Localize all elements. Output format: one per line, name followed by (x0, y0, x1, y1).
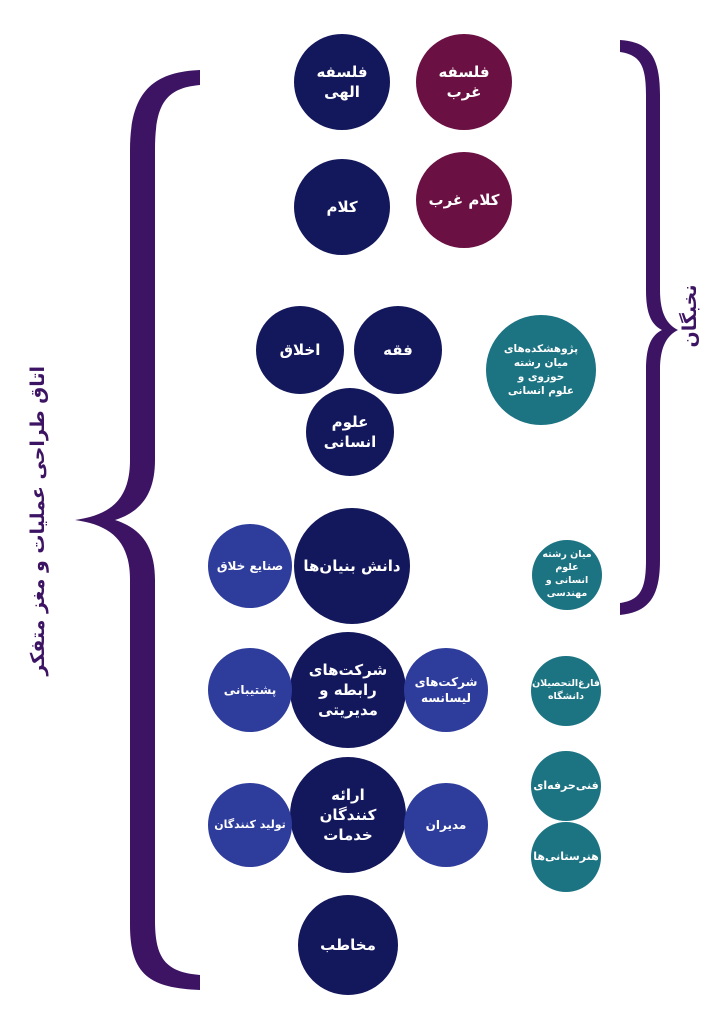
node-miyan-reshte: میان رشته علوم انسانی و مهندسی (532, 540, 602, 610)
node-kalam-gharb: کلام غرب (416, 152, 512, 248)
node-eraye: ارائه کنندگان خدمات (290, 757, 406, 873)
node-mokhatab: مخاطب (298, 895, 398, 995)
node-tolid: تولید کنندگان (208, 783, 292, 867)
node-sanaye-khallagh: صنایع خلاق (208, 524, 292, 608)
node-falsafe-gharb: فلسفه غرب (416, 34, 512, 130)
node-akhlagh: اخلاق (256, 306, 344, 394)
node-feqh: فقه (354, 306, 442, 394)
node-modiran: مدیران (404, 783, 488, 867)
node-sherkat-rabete: شرکت‌های رابطه و مدیریتی (290, 632, 406, 748)
node-olum-ensani: علوم انسانی (306, 388, 394, 476)
left-brace-label: اتاق طراحی عملیات و مغز متفکر (27, 366, 49, 676)
node-danesh-bonyan: دانش بنیان‌ها (294, 508, 410, 624)
right-brace-label: نخبگان (679, 284, 701, 348)
node-fareghotahsilan: فارغ‌التحصیلان دانشگاه (531, 656, 601, 726)
node-kalam: کلام (294, 159, 390, 255)
right-brace (620, 40, 678, 615)
node-poshtibani: پشتیبانی (208, 648, 292, 732)
node-sherkat-lisanse: شرکت‌های لیسانسه (404, 648, 488, 732)
node-falsafe-elahi: فلسفه الهی (294, 34, 390, 130)
node-honarestani: هنرستانی‌ها (531, 822, 601, 892)
node-pajuheshkade: پژوهشکده‌های میان رشته حوزوی و علوم انسا… (486, 315, 596, 425)
node-fanni: فنی‌حرفه‌ای (531, 751, 601, 821)
left-brace (75, 70, 200, 990)
